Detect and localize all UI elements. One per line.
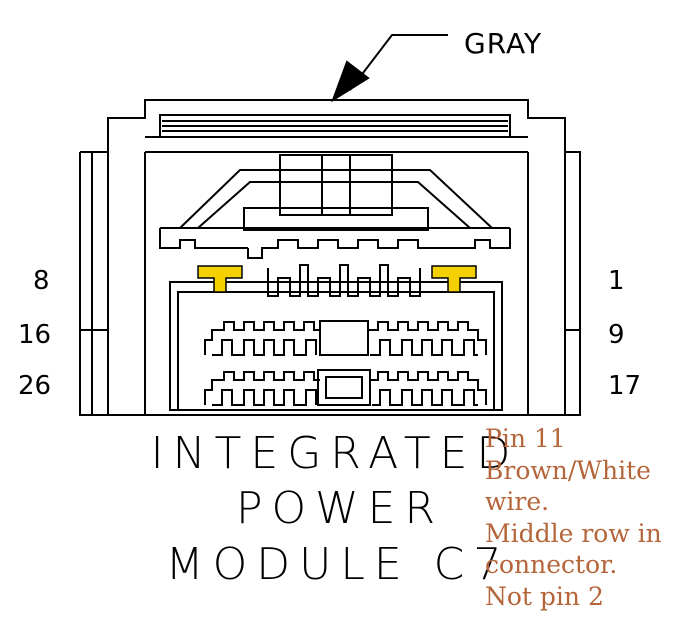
terminal-highlight-left	[197, 265, 243, 293]
title-line-power: POWER	[236, 483, 444, 534]
inner-frame	[169, 281, 503, 411]
pin-label-8: 8	[33, 266, 50, 296]
terminal-highlight-right	[431, 265, 477, 293]
title-line-integrated: INTEGRATED	[151, 428, 520, 479]
note-line-2: Brown/White	[485, 455, 651, 485]
bottom-terminal-row	[204, 369, 487, 406]
note-line-3: wire.	[485, 487, 550, 516]
middle-terminal-row	[204, 320, 487, 356]
top-latch-bar	[145, 114, 528, 138]
top-terminal-row	[247, 239, 425, 297]
pin-label-26: 26	[18, 371, 51, 401]
title-line-module: MODULE C7	[166, 539, 511, 590]
connector-housing	[79, 99, 581, 416]
note-line-6: Not pin 2	[485, 581, 604, 611]
note-line-4: Middle row in	[485, 518, 662, 548]
gray-label: GRAY	[464, 27, 542, 60]
pin-label-16: 16	[18, 320, 51, 350]
pin-label-9: 9	[608, 320, 625, 350]
gray-callout-arrow	[331, 34, 448, 103]
note-line-1: Pin 11	[485, 424, 566, 453]
pin-label-1: 1	[608, 266, 625, 296]
pin-label-17: 17	[608, 371, 641, 401]
upper-lock-structure	[159, 154, 511, 249]
note-line-5: connector.	[485, 550, 618, 579]
highlighted-terminals	[197, 265, 477, 293]
